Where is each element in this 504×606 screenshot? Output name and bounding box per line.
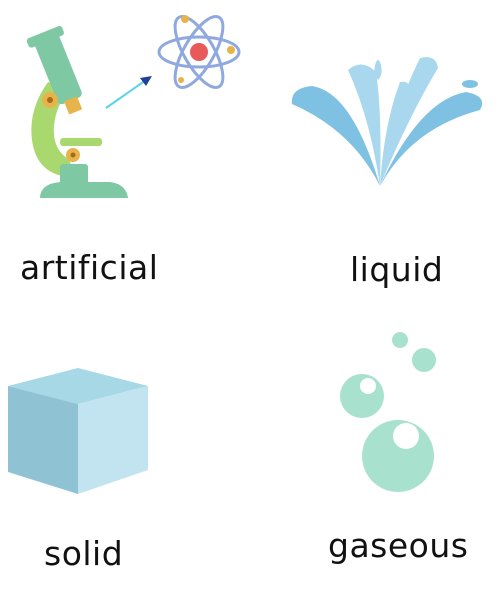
card-artificial: artificial bbox=[0, 0, 252, 300]
label-liquid: liquid bbox=[350, 250, 444, 289]
card-solid: solid bbox=[0, 300, 252, 606]
microscope-atom-icon bbox=[26, 15, 241, 198]
label-gaseous: gaseous bbox=[328, 526, 469, 565]
label-artificial: artificial bbox=[20, 248, 159, 287]
label-solid: solid bbox=[44, 534, 124, 573]
card-liquid: liquid bbox=[252, 0, 504, 300]
bubbles-icon bbox=[340, 332, 436, 492]
water-splash-icon bbox=[291, 57, 483, 186]
cube-icon bbox=[8, 368, 148, 494]
card-gaseous: gaseous bbox=[252, 300, 504, 606]
